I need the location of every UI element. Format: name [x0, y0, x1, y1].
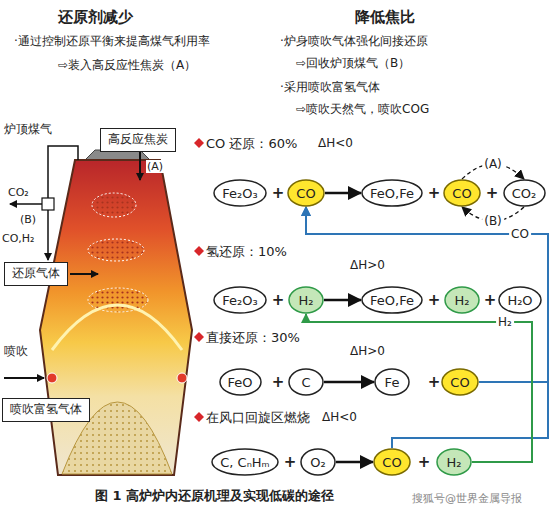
- formula-text: H₂: [455, 293, 470, 308]
- formula-text: Fe: [385, 375, 400, 390]
- text-label: (A): [146, 160, 164, 173]
- species-oval: O₂: [300, 448, 336, 476]
- species-oval: H₂: [444, 286, 480, 314]
- plus-sign: +: [428, 373, 441, 391]
- text-label: ΔH>0: [350, 258, 385, 272]
- formula-text: C: [301, 375, 310, 390]
- text-label: CO 还原：60%: [206, 136, 297, 152]
- text-label: 在风口回旋区燃烧: [206, 410, 310, 426]
- species-oval: H₂: [288, 286, 324, 314]
- species-oval: CO: [443, 179, 481, 207]
- connector: [336, 461, 373, 464]
- text-label: 氢还原：10%: [206, 244, 287, 260]
- box-text: 喷吹富氢气体: [10, 402, 82, 418]
- connector: [324, 381, 374, 384]
- formula-text: Fe₂O₃: [222, 186, 257, 201]
- formula-text: C, CₙHₘ: [220, 455, 269, 470]
- edge-label: (A): [482, 157, 504, 171]
- text-label: 炉顶煤气: [4, 122, 52, 136]
- plus-sign: +: [484, 291, 497, 309]
- species-oval: CO₂: [503, 179, 546, 207]
- text-label: ΔH>0: [350, 344, 385, 358]
- species-oval: Fe: [374, 368, 410, 396]
- plus-sign: +: [418, 453, 431, 471]
- species-oval: CO: [287, 179, 325, 207]
- text-label: ·采用喷吹富氢气体: [280, 80, 380, 94]
- formula-text: H₂: [447, 455, 462, 470]
- species-oval: Fe₂O₃: [213, 286, 267, 314]
- text-label: ·通过控制还原平衡来提高煤气利用率: [14, 34, 210, 48]
- text-label: CO,H₂: [2, 232, 35, 245]
- species-oval: CO: [373, 448, 411, 476]
- formula-text: FeO: [228, 375, 253, 390]
- formula-text: H₂O: [507, 293, 532, 308]
- edge-label: CO: [509, 227, 531, 241]
- connector: [306, 207, 548, 448]
- plus-sign: +: [486, 184, 499, 202]
- edge-label: H₂: [496, 315, 514, 329]
- box-text: 高反应焦炭: [108, 132, 168, 148]
- formula-text: FeO,Fe: [370, 293, 414, 308]
- text-label: ·炉身喷吹气体强化间接还原: [280, 34, 428, 48]
- plus-sign: +: [272, 184, 285, 202]
- text-label: ΔH<0: [318, 136, 353, 150]
- formula-text: CO₂: [512, 186, 537, 201]
- text-label: 搜狐号@世界金属导报: [412, 492, 522, 505]
- formula-text: FeO,Fe: [370, 186, 414, 201]
- species-oval: FeO: [219, 368, 262, 396]
- formula-text: CO: [450, 375, 469, 390]
- text-label: (B): [20, 213, 36, 226]
- text-label: 直接还原：30%: [206, 330, 300, 346]
- formula-text: O₂: [310, 455, 325, 470]
- plus-sign: +: [428, 184, 441, 202]
- figure-caption: 图 1 高炉炉内还原机理及实现低碳的途径: [95, 488, 334, 504]
- text-label: CO₂: [8, 186, 29, 199]
- edge-label: (B): [482, 214, 504, 228]
- connector: [306, 207, 548, 382]
- text-label: ⇨回收炉顶煤气（B）: [296, 56, 410, 70]
- text-label: 还原剂减少: [58, 8, 133, 26]
- species-oval: H₂O: [498, 286, 542, 314]
- connector: [306, 314, 532, 462]
- plus-sign: +: [272, 373, 285, 391]
- species-oval: FeO,Fe: [361, 286, 423, 314]
- formula-text: CO: [296, 186, 315, 201]
- plus-sign: +: [272, 291, 285, 309]
- label-box: 还原气体: [4, 262, 68, 286]
- connector: [324, 299, 361, 302]
- connector: [325, 192, 361, 195]
- box-text: 还原气体: [12, 266, 60, 282]
- formula-text: Fe₂O₃: [222, 293, 257, 308]
- label-box: 喷吹富氢气体: [2, 398, 90, 422]
- text-label: ⇨装入高反应性焦炭（A）: [58, 58, 196, 72]
- text-label: 喷吹: [4, 344, 28, 358]
- species-oval: C, CₙHₘ: [211, 448, 279, 476]
- label-box: 高反应焦炭: [100, 128, 176, 152]
- species-oval: H₂: [436, 448, 472, 476]
- plus-sign: +: [428, 291, 441, 309]
- species-oval: FeO,Fe: [361, 179, 423, 207]
- formula-text: CO: [452, 186, 471, 201]
- formula-text: CO: [382, 455, 401, 470]
- species-oval: C: [288, 368, 324, 396]
- formula-text: H₂: [299, 293, 314, 308]
- text-label: ⇨喷吹天然气，喷吹COG: [296, 102, 429, 116]
- text-label: ΔH<0: [322, 410, 357, 424]
- plus-sign: +: [284, 453, 297, 471]
- species-oval: CO: [441, 368, 479, 396]
- species-oval: Fe₂O₃: [213, 179, 267, 207]
- text-label: 降低焦比: [355, 8, 415, 26]
